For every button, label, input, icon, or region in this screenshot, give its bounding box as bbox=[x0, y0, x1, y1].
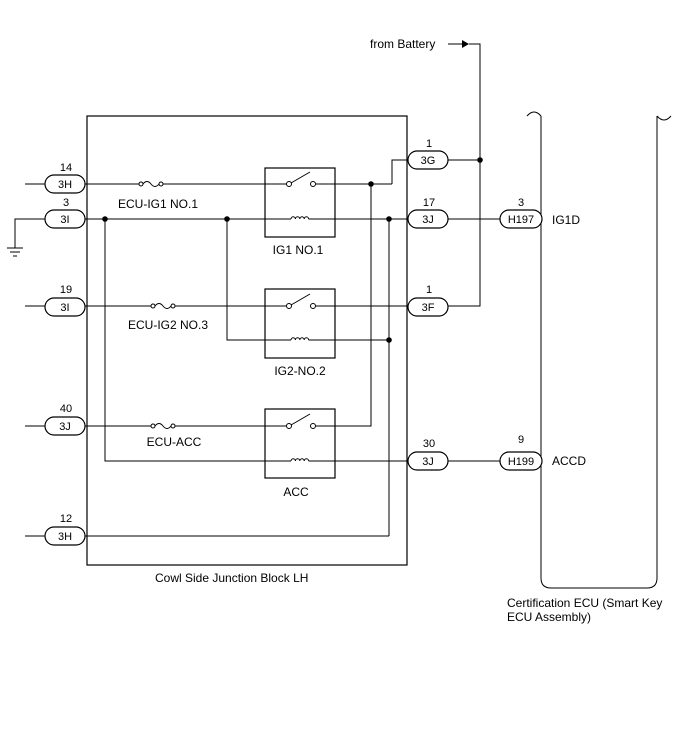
connector-pill bbox=[44, 297, 86, 317]
acc-coil-ground-wire bbox=[104, 219, 265, 462]
left-connector-5: 12 3H bbox=[44, 513, 86, 546]
fuse-icon bbox=[85, 303, 265, 309]
connector-code: 3H bbox=[58, 179, 72, 191]
battery-feed-wire bbox=[448, 43, 481, 307]
ecu-connector-1: 3 H197 IG1D bbox=[499, 197, 580, 229]
pin-number: 14 bbox=[60, 162, 72, 174]
acc-switch-out-wire bbox=[335, 184, 372, 427]
right-connector-3: 1 3F bbox=[407, 284, 449, 317]
junction-block-label: Cowl Side Junction Block LH bbox=[155, 571, 308, 585]
relay-box bbox=[264, 288, 336, 359]
fuse-icon bbox=[85, 181, 265, 187]
pin-number: 9 bbox=[518, 434, 524, 446]
relay-switch-icon bbox=[265, 413, 335, 429]
arrow-icon bbox=[448, 40, 469, 48]
ecu-break-marks bbox=[526, 111, 672, 121]
left-connector-4: 40 3J bbox=[44, 403, 86, 436]
fuse-label-ig1: ECU-IG1 NO.1 bbox=[118, 197, 198, 211]
connector-code: 3J bbox=[59, 421, 71, 433]
fuse-icon bbox=[85, 423, 265, 429]
pin-number: 1 bbox=[426, 138, 432, 150]
connector-code: 3G bbox=[421, 155, 436, 167]
pin-number: 12 bbox=[60, 513, 72, 525]
relay-coil-icon bbox=[265, 458, 335, 462]
left-connector-2: 3 3I bbox=[44, 197, 86, 229]
relay-label: IG1 NO.1 bbox=[273, 243, 324, 257]
relay-ig2: IG2-NO.2 bbox=[264, 288, 336, 378]
relay-label: IG2-NO.2 bbox=[274, 364, 326, 378]
junction-dot bbox=[477, 157, 483, 163]
right-connector-1: 1 3G bbox=[407, 138, 449, 170]
connector-code: H199 bbox=[508, 456, 534, 468]
ecu-label-line1: Certification ECU (Smart Key bbox=[507, 596, 662, 610]
connector-pill bbox=[407, 297, 449, 317]
connector-code: 3I bbox=[60, 214, 69, 226]
connector-code: 3H bbox=[58, 531, 72, 543]
relay-switch-icon bbox=[265, 293, 335, 309]
pin-number: 30 bbox=[423, 438, 435, 450]
relay-coil-icon bbox=[265, 216, 335, 220]
pin-number: 1 bbox=[426, 284, 432, 296]
pin-number: 17 bbox=[423, 197, 435, 209]
relay-box bbox=[264, 167, 336, 238]
relay-acc: ACC bbox=[264, 408, 336, 499]
fuse-label-ig2: ECU-IG2 NO.3 bbox=[128, 318, 208, 332]
pin-number: 40 bbox=[60, 403, 72, 415]
ecu-label-line2: ECU Assembly) bbox=[507, 610, 591, 624]
ground-icon bbox=[7, 218, 45, 257]
left-connector-3: 19 3I bbox=[44, 284, 86, 317]
ecu-outline bbox=[540, 116, 658, 589]
pin-number: 19 bbox=[60, 284, 72, 296]
relay-coil-icon bbox=[265, 337, 335, 341]
fuse-label-acc: ECU-ACC bbox=[147, 435, 202, 449]
connector-code: H197 bbox=[508, 214, 534, 226]
pin-number: 3 bbox=[63, 197, 69, 209]
signal-label: ACCD bbox=[552, 454, 586, 468]
right-connector-2: 17 3J bbox=[407, 197, 449, 229]
connector-code: 3F bbox=[422, 302, 435, 314]
relay-ig1: IG1 NO.1 bbox=[264, 167, 336, 257]
to-3g-wire bbox=[391, 159, 408, 184]
pin-number: 3 bbox=[518, 197, 524, 209]
left-connector-1: 14 3H bbox=[44, 162, 86, 194]
signal-label: IG1D bbox=[552, 213, 580, 227]
relay-box bbox=[264, 408, 336, 479]
relay-label: ACC bbox=[283, 485, 309, 499]
ig2-coil-ground-wire bbox=[226, 219, 265, 341]
connector-code: 3J bbox=[422, 456, 434, 468]
right-connector-4: 30 3J bbox=[407, 438, 449, 471]
connector-code: 3J bbox=[422, 214, 434, 226]
from-battery-label: from Battery bbox=[370, 37, 435, 51]
relay-switch-icon bbox=[265, 171, 335, 187]
ecu-connector-2: 9 H199 ACCD bbox=[499, 434, 586, 471]
connector-code: 3I bbox=[60, 302, 69, 314]
junction-dot bbox=[386, 337, 392, 343]
